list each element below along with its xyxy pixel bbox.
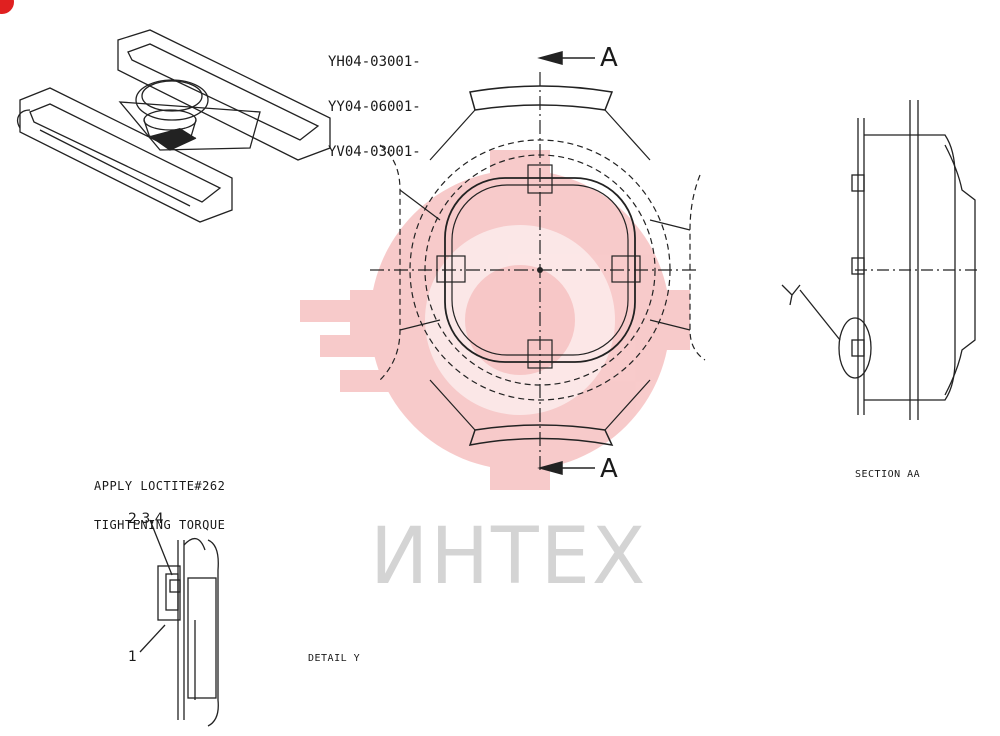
detail-part-1-callout: 1 (128, 649, 137, 665)
part-number: YY04-06001- (328, 99, 421, 115)
section-marker-bottom: A (600, 454, 618, 484)
section-aa-label: SECTION AA (855, 469, 921, 480)
note-line-1: APPLY LOCTITE#262 (94, 479, 226, 493)
watermark-text: ИНТЕХ (370, 512, 648, 602)
part-number: YV04-03001- (328, 144, 421, 160)
section-marker-top: A (600, 43, 618, 73)
detail-y-label: DETAIL Y (308, 653, 361, 664)
detail-parts-callout: 2,3,4 (128, 511, 164, 527)
part-number: YH04-03001- (328, 54, 421, 70)
part-number-list: YH04-03001- YY04-06001- YV04-03001- (328, 27, 421, 190)
note-line-2: TIGHTENING TORQUE (94, 518, 226, 532)
assembly-note: APPLY LOCTITE#262 TIGHTENING TORQUE (94, 456, 225, 558)
